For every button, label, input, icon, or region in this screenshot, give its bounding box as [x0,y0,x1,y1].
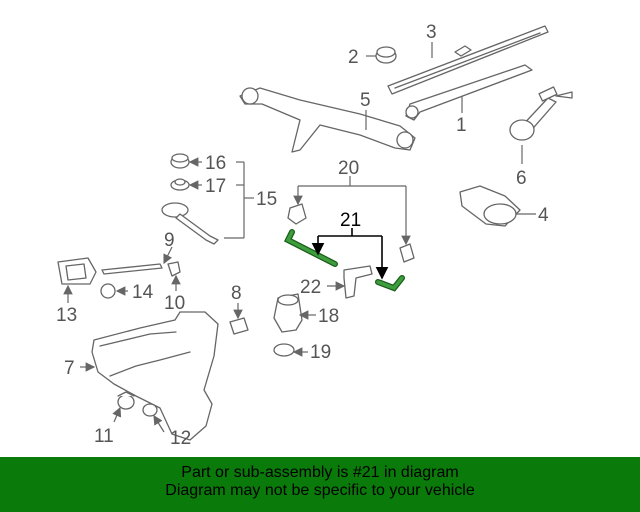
parts-diagram: 2 3 1 5 6 4 16 17 15 9 14 10 13 8 7 11 1… [56,22,573,449]
part-3-wiper-blade [387,25,549,95]
callout-14: 14 [132,282,154,303]
callout-7: 7 [64,358,75,379]
part-18-pump [273,293,303,333]
callout-20: 20 [338,158,359,179]
callout-13: 13 [56,305,77,326]
part-4-wiper-motor [459,185,521,227]
part-16-cap [170,153,190,169]
part-13-mount [57,257,97,285]
callout-8: 8 [231,283,242,304]
part-21-hose-highlighted [283,229,405,292]
part-11-pump [117,391,135,410]
callout-15: 15 [256,189,277,210]
callout-10: 10 [164,293,185,314]
callout-16: 16 [205,153,226,174]
banner-line-1: Part or sub-assembly is #21 in diagram [181,464,459,481]
part-22-connector [343,265,373,299]
part-7-reservoir [91,311,219,441]
callout-21: 21 [340,210,361,231]
banner-line-2: Diagram may not be specific to your vehi… [165,482,475,499]
part-20-nozzle-left [287,203,307,225]
callout-22: 22 [300,277,321,298]
part-8-plug [229,317,249,335]
callout-9: 9 [164,230,175,251]
callout-11: 11 [94,426,114,447]
part-1-wiper-arm [405,64,533,121]
part-14-grommet [100,283,116,299]
callout-17: 17 [205,176,226,197]
callout-3: 3 [426,22,437,43]
part-6-bracket [509,86,573,141]
leader-lines-highlight [311,228,389,280]
callout-4: 4 [538,205,549,226]
part-20-nozzle-right [399,243,415,263]
part-9-hose [101,263,163,275]
callout-19: 19 [310,342,331,363]
part-10-connector [167,261,181,277]
leader-lines [63,42,536,433]
part-5-wiper-linkage [239,87,416,153]
callout-18: 18 [318,306,339,327]
part-19-grommet [273,343,295,357]
part-15-filler-neck [161,202,219,245]
callouts: 2 3 1 5 6 4 16 17 15 9 14 10 13 8 7 11 1… [56,22,549,449]
part-2-cap [375,46,397,64]
callout-6: 6 [516,168,527,189]
callout-12: 12 [170,428,191,449]
info-banner: Part or sub-assembly is #21 in diagram D… [0,457,640,512]
part-12-grommet [142,403,158,417]
callout-5: 5 [360,90,371,111]
part-17-seal [170,178,190,191]
callout-1: 1 [456,115,467,136]
callout-2: 2 [348,47,359,68]
